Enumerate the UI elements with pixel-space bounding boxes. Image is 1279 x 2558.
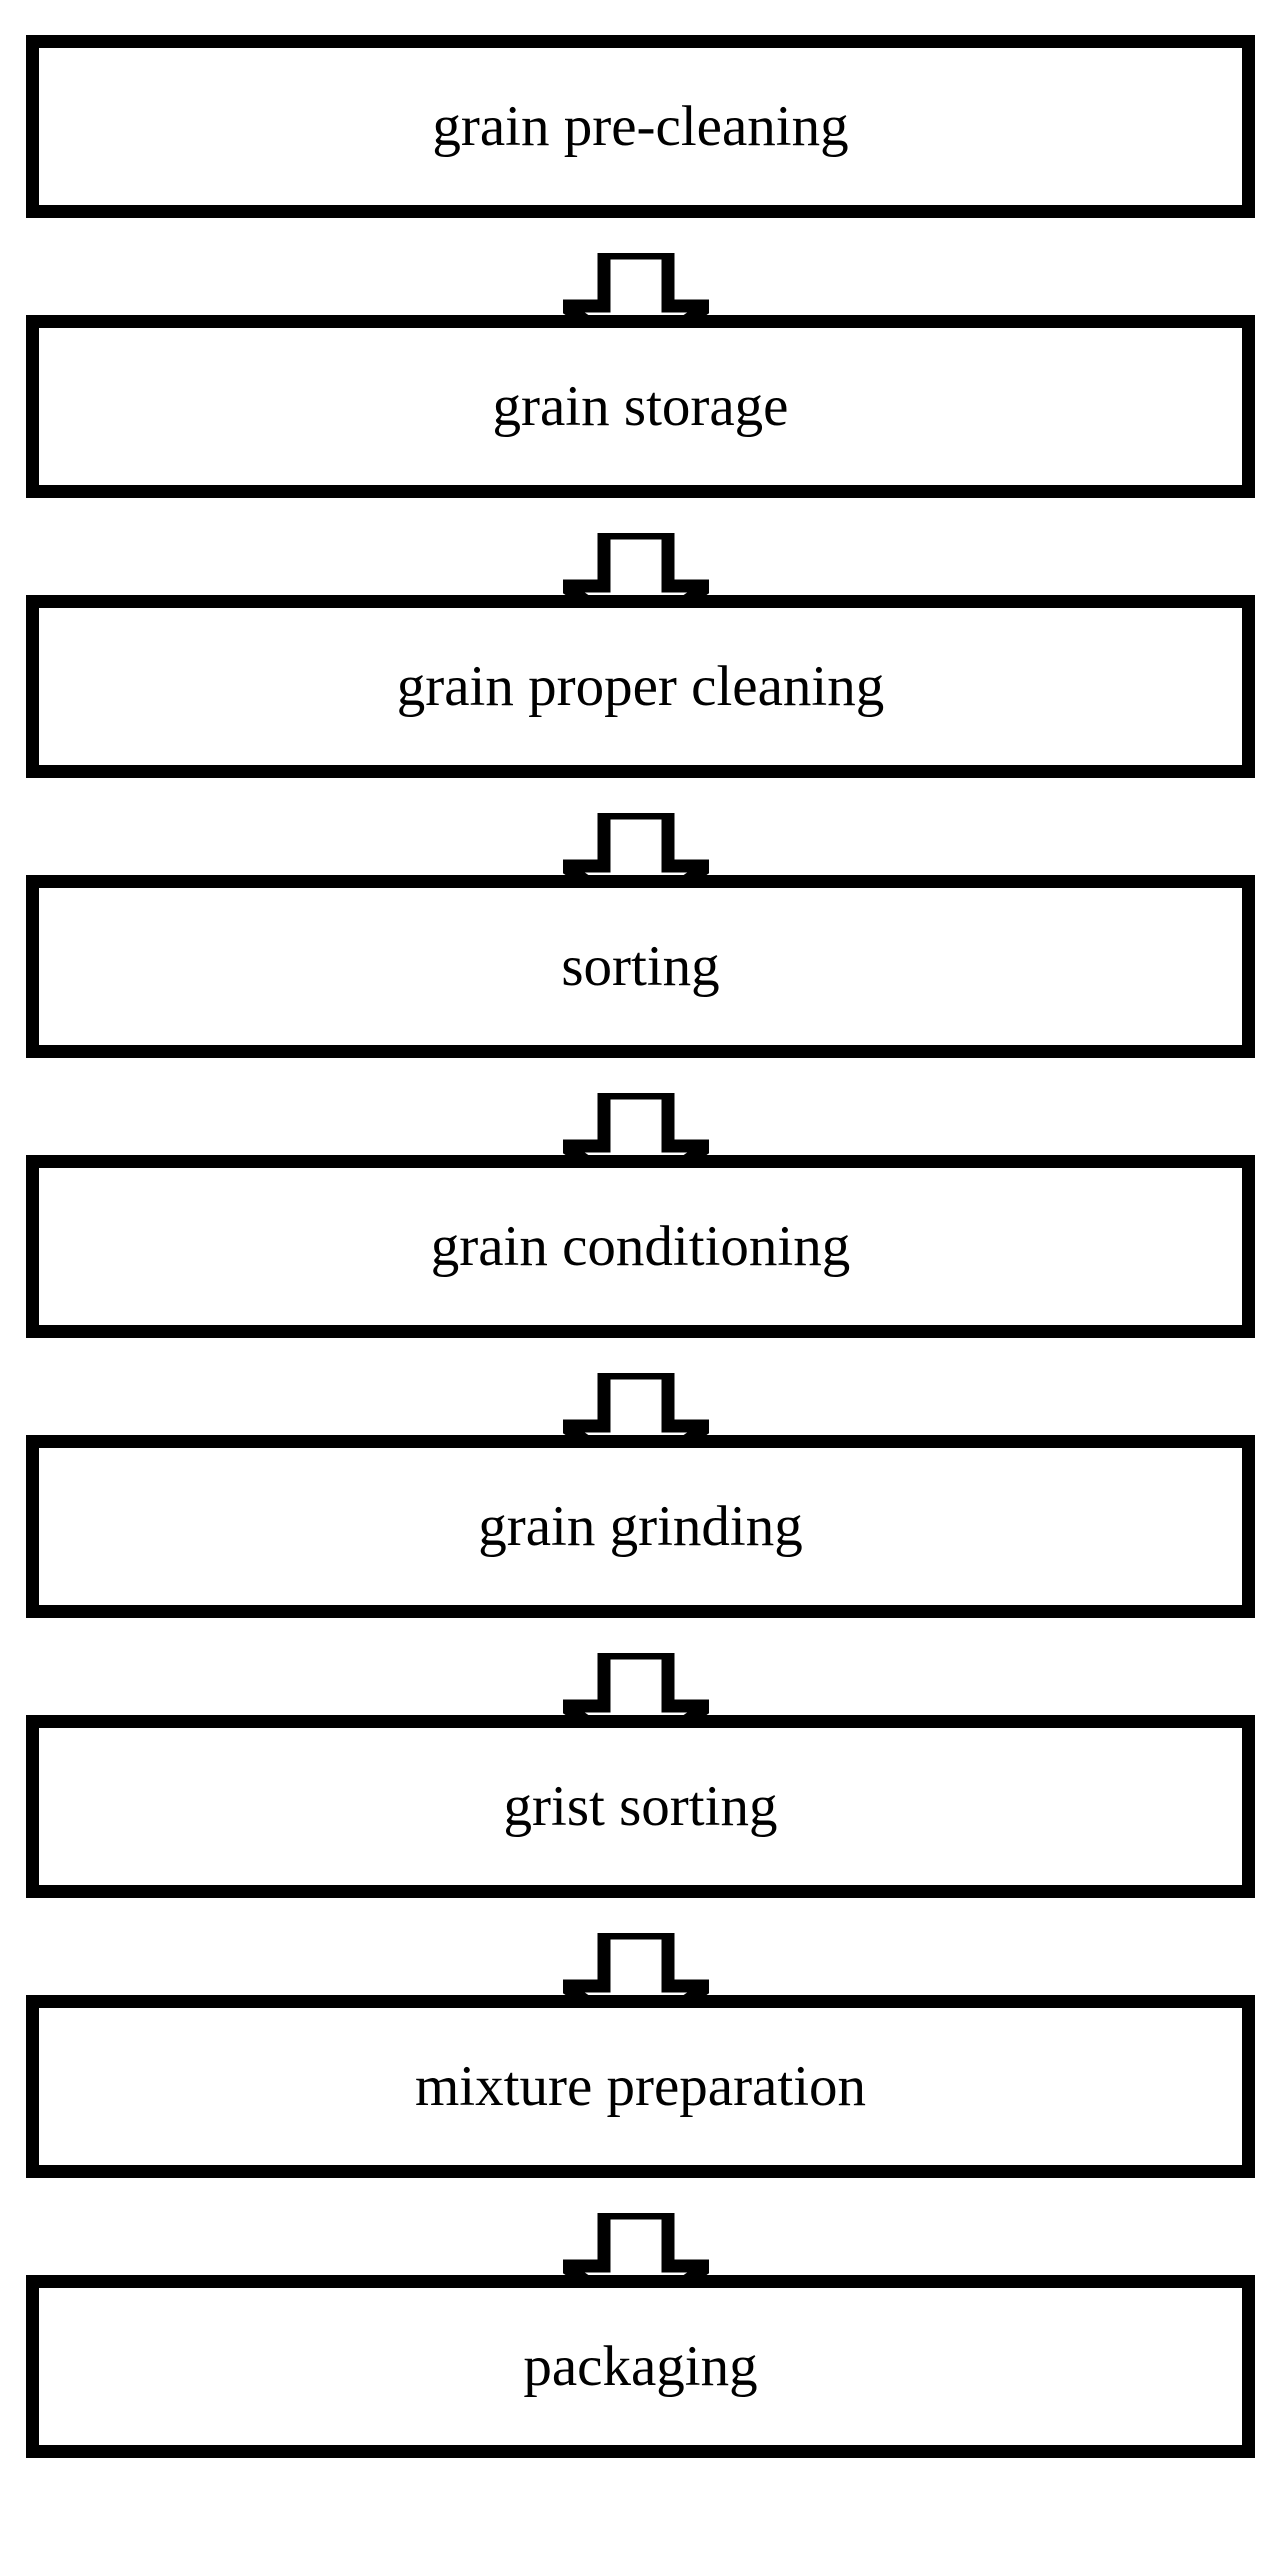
process-step-label: grain storage xyxy=(492,375,789,438)
process-step-label: grain grinding xyxy=(478,1495,803,1558)
process-step-box[interactable]: sorting xyxy=(26,875,1255,1058)
process-step-box[interactable]: grain conditioning xyxy=(26,1155,1255,1338)
process-step-label: packaging xyxy=(523,2335,758,2398)
process-step-box[interactable]: grist sorting xyxy=(26,1715,1255,1898)
process-step-box[interactable]: mixture preparation xyxy=(26,1995,1255,2178)
process-step-box[interactable]: grain pre-cleaning xyxy=(26,35,1255,218)
process-step-label: grain proper cleaning xyxy=(396,655,885,718)
process-step-box[interactable]: grain grinding xyxy=(26,1435,1255,1618)
process-step-label: sorting xyxy=(561,935,720,998)
process-step-box[interactable]: grain storage xyxy=(26,315,1255,498)
process-step-label: grist sorting xyxy=(503,1775,778,1838)
process-step-box[interactable]: packaging xyxy=(26,2275,1255,2458)
process-step-box[interactable]: grain proper cleaning xyxy=(26,595,1255,778)
process-step-label: grain pre-cleaning xyxy=(432,95,849,158)
process-step-label: mixture preparation xyxy=(414,2055,867,2118)
process-step-label: grain conditioning xyxy=(430,1215,851,1278)
